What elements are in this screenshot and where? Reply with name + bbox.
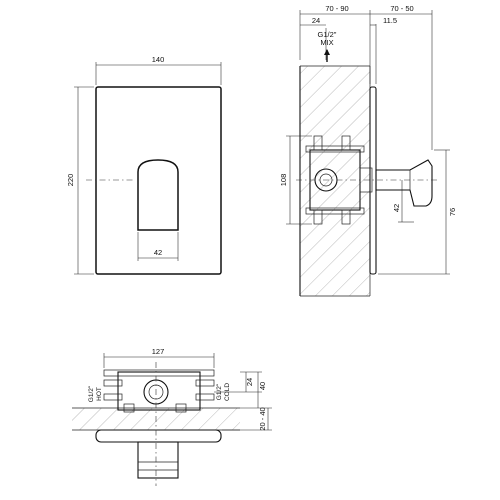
side-dim-108-label: 108 <box>279 174 288 187</box>
bottom-cold-label-1: G1/2" <box>216 383 223 400</box>
bottom-dim-20-40-label: 20 - 40 <box>258 407 267 430</box>
side-dim-70-50-label: 70 - 50 <box>390 4 413 13</box>
side-view: 70 - 90 70 - 50 24 11.5 G1/2" MIX 108 76… <box>279 4 457 297</box>
bottom-width-label: 127 <box>152 347 165 356</box>
bottom-handle <box>137 441 179 479</box>
front-view: 140 220 42 <box>66 55 222 275</box>
handle-side-outline <box>375 159 433 207</box>
side-dim-70-90-label: 70 - 90 <box>325 4 348 13</box>
bottom-dim-24-label: 24 <box>245 378 254 386</box>
bottom-valve-body <box>117 371 201 411</box>
bottom-cover-plate <box>95 429 222 443</box>
front-plate-outline <box>95 86 222 275</box>
front-handle-width-label: 42 <box>154 248 162 257</box>
side-outlet-label-2: MIX <box>320 38 333 47</box>
side-dim-11-5-label: 11.5 <box>383 16 397 25</box>
wall-section <box>300 66 370 296</box>
bottom-hot-label-2: HOT <box>96 387 103 401</box>
front-handle-outline <box>137 159 179 231</box>
bottom-dim-40-label: 40 <box>258 382 267 390</box>
side-dim-42-label: 42 <box>392 204 401 212</box>
cover-plate-side <box>369 86 377 275</box>
side-dim-76-label: 76 <box>448 208 457 216</box>
bottom-view: 127 G1/2" HOT G1/2" COLD 24 40 20 - 40 <box>72 347 272 486</box>
front-width-label: 140 <box>152 55 165 64</box>
front-height-label: 220 <box>66 174 75 187</box>
side-outlet-label-1: G1/2" <box>318 30 337 39</box>
bottom-hot-label-1: G1/2" <box>88 385 95 402</box>
side-dim-24-label: 24 <box>312 16 320 25</box>
